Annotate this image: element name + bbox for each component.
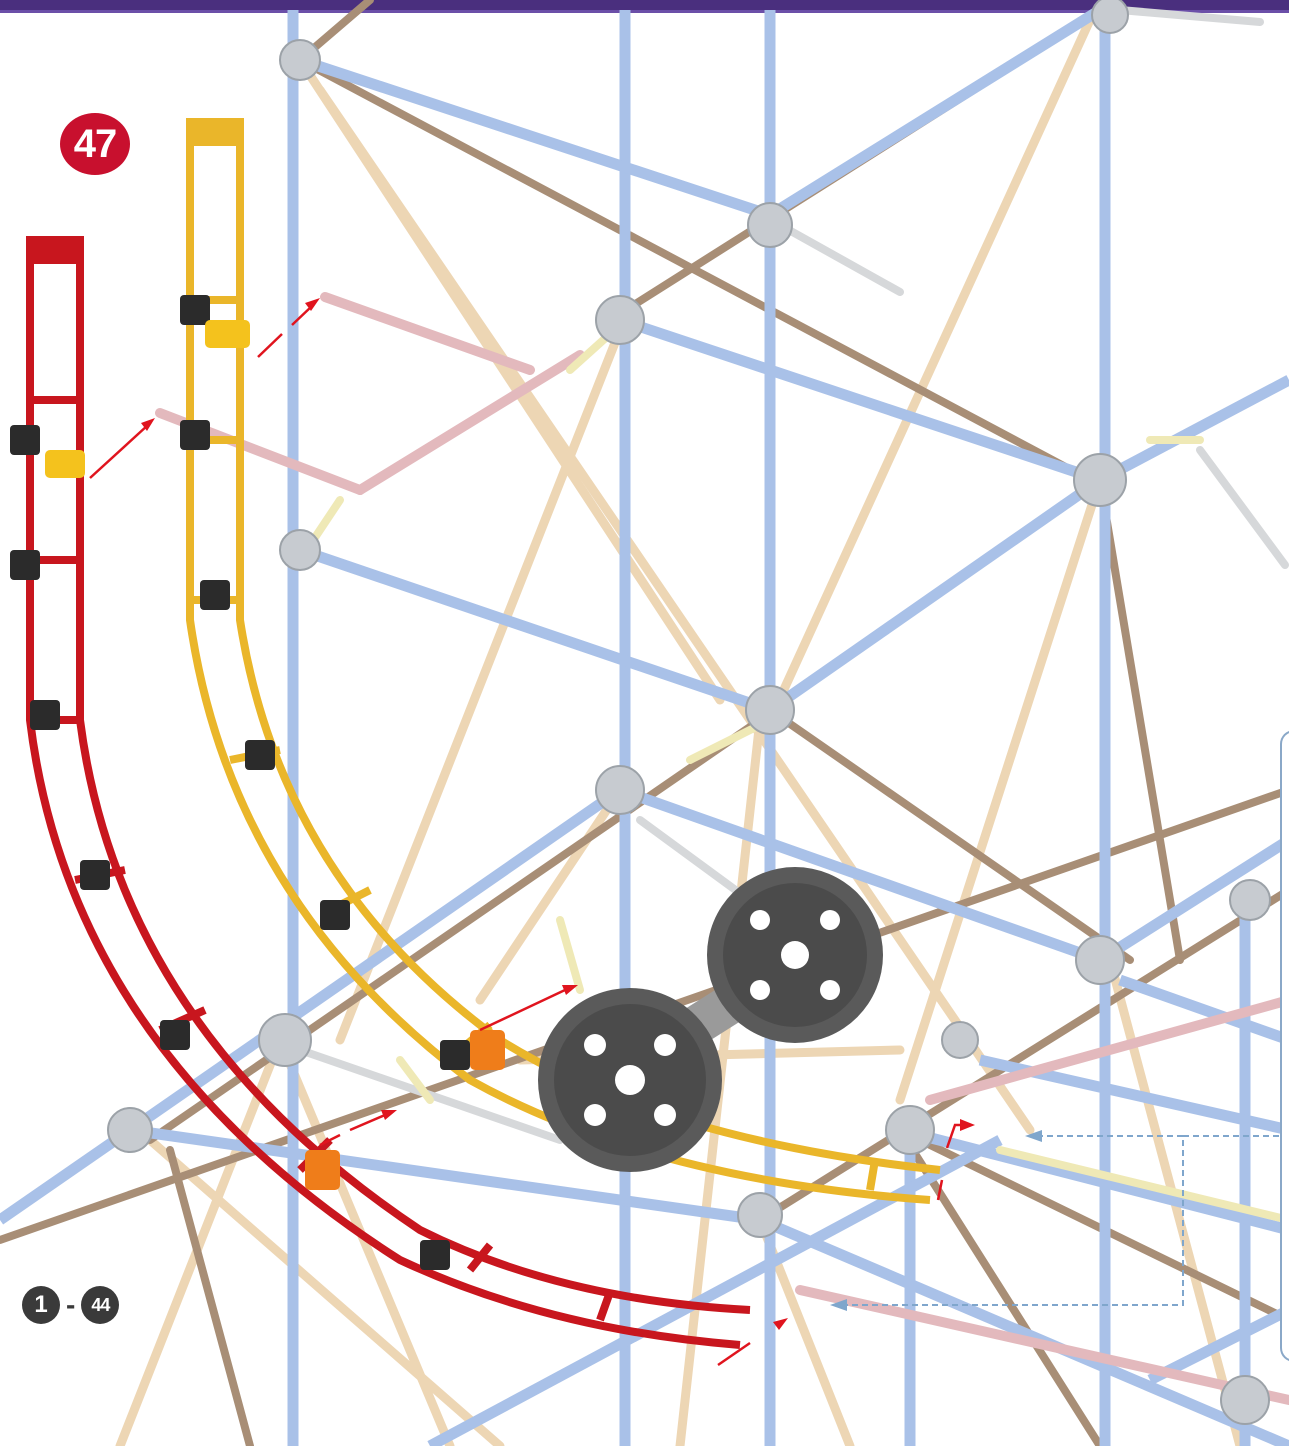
previous-steps-range: 1 - 44 <box>22 1285 120 1325</box>
rail-brackets <box>10 295 470 1270</box>
clips <box>45 320 505 1190</box>
callout-arrowheads <box>830 1130 1042 1311</box>
connector-hubs <box>107 0 1271 1425</box>
callout-leader <box>840 1135 1289 1306</box>
detail-callout-frame <box>1280 730 1289 1362</box>
gear-assembly <box>538 867 883 1172</box>
header-bar <box>0 0 1289 13</box>
range-start-badge: 1 <box>22 1286 60 1324</box>
step-number-badge: 47 <box>60 113 130 175</box>
blue-frame-rods <box>0 5 1289 1446</box>
range-end-badge: 44 <box>81 1286 120 1324</box>
range-separator: - <box>66 1289 76 1320</box>
assembly-arrows <box>89 298 975 1367</box>
